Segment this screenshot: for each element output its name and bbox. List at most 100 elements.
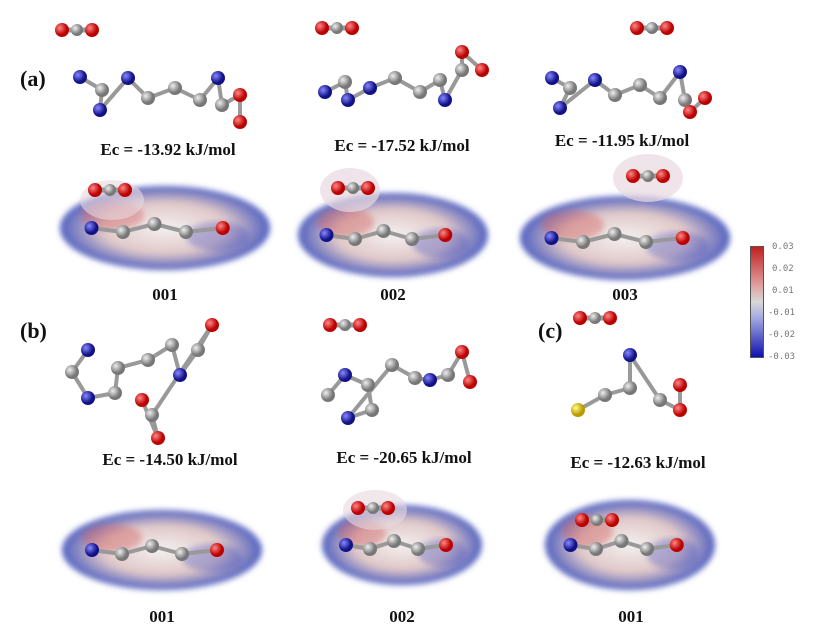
- atom: [439, 538, 453, 552]
- oxygen-atom: [656, 169, 670, 183]
- atom: [147, 217, 162, 231]
- atom: [65, 365, 79, 379]
- colorbar-tick: 0.03: [772, 242, 794, 252]
- carbon-atom: [642, 170, 654, 182]
- atom: [413, 85, 427, 99]
- energy-b-001: Ec = -14.50 kJ/mol: [102, 450, 238, 469]
- atom: [363, 542, 377, 556]
- atom: [339, 538, 353, 552]
- panel-label-b: (b): [20, 318, 47, 343]
- oxygen-atom: [331, 181, 345, 195]
- oxygen-atom: [118, 183, 132, 197]
- oxygen-atom: [603, 311, 617, 325]
- atom: [545, 71, 559, 85]
- atom: [589, 542, 603, 556]
- oxygen-atom: [660, 21, 674, 35]
- atom: [678, 93, 692, 107]
- id-a-003: 003: [612, 285, 638, 304]
- atom: [455, 45, 469, 59]
- atom: [623, 348, 637, 362]
- energy-a-002: Ec = -17.52 kJ/mol: [334, 136, 470, 155]
- colorbar-tick: -0.02: [768, 330, 796, 340]
- carbon-atom: [331, 22, 343, 34]
- atom: [215, 98, 229, 112]
- atom: [191, 343, 205, 357]
- atom: [623, 381, 637, 395]
- atom: [553, 101, 567, 115]
- atom: [408, 371, 422, 385]
- atom: [387, 534, 401, 548]
- atom: [116, 225, 130, 239]
- atom: [81, 391, 95, 405]
- atom: [85, 543, 99, 557]
- colorbar-tick: -0.01: [768, 308, 796, 318]
- atom: [455, 63, 469, 77]
- carbon-atom: [71, 24, 83, 36]
- oxygen-atom: [55, 23, 69, 37]
- atom: [640, 542, 654, 556]
- atom: [607, 227, 622, 241]
- atom: [179, 225, 193, 239]
- atom: [84, 221, 99, 235]
- energy-a-003: Ec = -11.95 kJ/mol: [554, 131, 690, 150]
- atom: [463, 375, 477, 389]
- atom: [455, 345, 469, 359]
- colorbar-tick: 0.01: [772, 286, 794, 296]
- oxygen-atom: [88, 183, 102, 197]
- oxygen-atom: [573, 311, 587, 325]
- carbon-atom: [589, 312, 601, 324]
- atom: [598, 388, 612, 402]
- oxygen-atom: [381, 501, 395, 515]
- atom: [673, 403, 687, 417]
- carbon-atom: [591, 514, 603, 526]
- atom: [361, 378, 375, 392]
- atom: [165, 338, 179, 352]
- atom: [81, 343, 95, 357]
- atom: [145, 408, 159, 422]
- atom: [388, 71, 402, 85]
- atom: [338, 368, 352, 382]
- atom: [173, 368, 187, 382]
- atom: [669, 538, 684, 552]
- atom: [571, 403, 585, 417]
- atom: [348, 232, 362, 246]
- atom: [405, 232, 419, 246]
- atom: [675, 231, 690, 245]
- atom: [698, 91, 712, 105]
- oxygen-atom: [575, 513, 589, 527]
- atom: [341, 411, 355, 425]
- atom: [614, 534, 629, 548]
- oxygen-atom: [351, 501, 365, 515]
- atom: [205, 318, 219, 332]
- atom: [683, 105, 697, 119]
- atom: [168, 81, 182, 95]
- atom: [233, 88, 247, 102]
- oxygen-atom: [315, 21, 329, 35]
- atom: [141, 91, 155, 105]
- colorbar-tick: -0.03: [768, 352, 796, 362]
- atom: [233, 115, 247, 129]
- atom: [653, 91, 667, 105]
- atom: [475, 63, 489, 77]
- atom: [608, 88, 622, 102]
- atom: [95, 83, 109, 97]
- atom: [341, 93, 355, 107]
- oxygen-atom: [85, 23, 99, 37]
- atom: [319, 228, 334, 242]
- id-a-002: 002: [380, 285, 406, 304]
- atom: [135, 393, 149, 407]
- atom: [588, 73, 602, 87]
- atom: [210, 543, 224, 557]
- atom: [673, 378, 687, 392]
- carbon-atom: [104, 184, 116, 196]
- energy-a-001: Ec = -13.92 kJ/mol: [100, 140, 236, 159]
- atom: [544, 231, 559, 245]
- carbon-atom: [646, 22, 658, 34]
- atom: [563, 81, 577, 95]
- atom: [673, 65, 687, 79]
- atom: [93, 103, 107, 117]
- atom: [108, 386, 122, 400]
- atom: [338, 75, 352, 89]
- atom: [438, 228, 453, 242]
